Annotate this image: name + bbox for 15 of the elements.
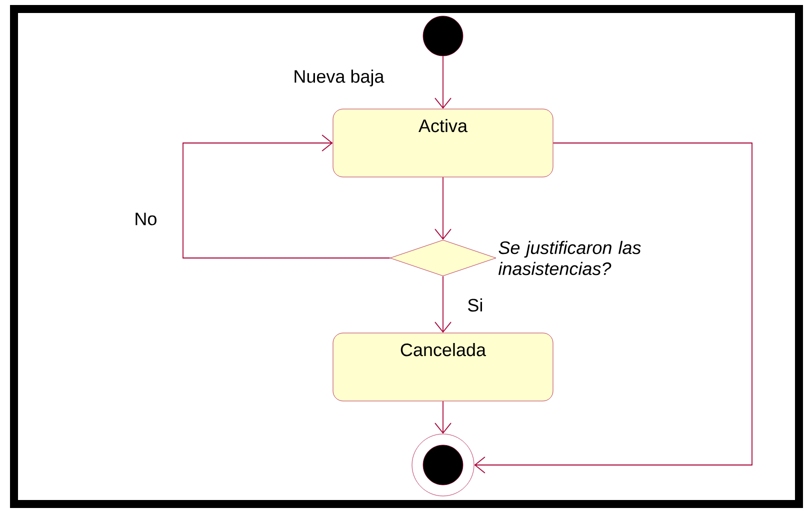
arrow: [434, 400, 452, 434]
state-box: Cancelada: [332, 332, 554, 402]
end-dot: [412, 434, 474, 496]
decision-diamond: [390, 240, 496, 276]
edge-label: No: [136, 212, 156, 226]
start-dot: [422, 16, 464, 56]
arrow: [182, 134, 390, 258]
arrow: [434, 56, 452, 109]
arrow: [434, 276, 452, 333]
arrow: [474, 142, 752, 474]
arrow: [434, 176, 452, 240]
state-box: Activa: [332, 108, 554, 178]
edge-label: Nueva baja: [294, 70, 384, 86]
edge-label: Si: [468, 298, 482, 312]
condition-text: Se justificaron las inasistencias?: [498, 240, 641, 276]
